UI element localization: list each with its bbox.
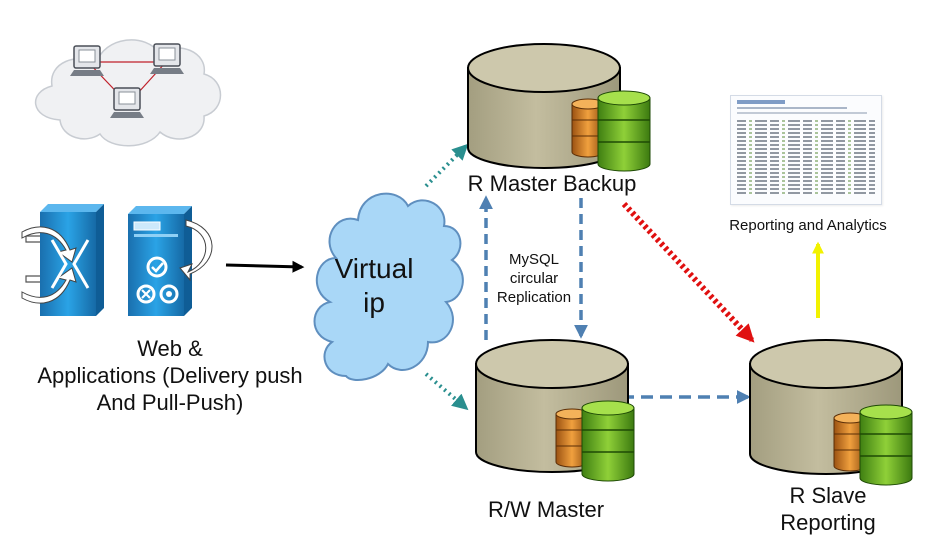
edge-web-to-vip xyxy=(225,260,305,273)
edge-vip-to-master xyxy=(424,372,469,411)
load-balancer-icon xyxy=(21,204,104,316)
database-stack-icon xyxy=(555,400,635,482)
reporting-label: Reporting and Analytics xyxy=(729,217,887,234)
web-apps-label: Web & Applications (Delivery push And Pu… xyxy=(10,335,330,416)
virtual-ip-cloud xyxy=(313,192,464,381)
replication-label-line-2: circular xyxy=(509,270,559,287)
replication-label-line-3: Replication xyxy=(496,289,572,306)
web-apps-label-line-3: And Pull-Push) xyxy=(96,390,244,415)
virtual-ip-label-line-1: Virtual xyxy=(334,253,414,284)
app-server-icon xyxy=(128,206,213,316)
report-document-icon xyxy=(730,95,882,205)
virtual-ip-label-line-2: ip xyxy=(363,287,385,318)
slave-label: R Slave Reporting xyxy=(750,482,906,536)
replication-label: MySQL circular Replication xyxy=(486,250,582,307)
database-stack-icon xyxy=(571,90,651,172)
backup-label: R Master Backup xyxy=(467,171,637,196)
edge-backup-to-slave xyxy=(621,201,755,343)
web-apps-label-line-2: Applications (Delivery push xyxy=(37,363,303,388)
master-label: R/W Master xyxy=(487,497,605,522)
slave-label-line-1: R Slave xyxy=(789,483,867,508)
slave-label-line-2: Reporting xyxy=(780,510,876,535)
network-cloud-icon xyxy=(34,39,222,147)
web-apps-label-line-1: Web & xyxy=(137,336,203,361)
virtual-ip-label: Virtual ip xyxy=(326,252,422,320)
replication-label-line-1: MySQL xyxy=(508,251,559,268)
database-stack-icon xyxy=(833,404,913,486)
